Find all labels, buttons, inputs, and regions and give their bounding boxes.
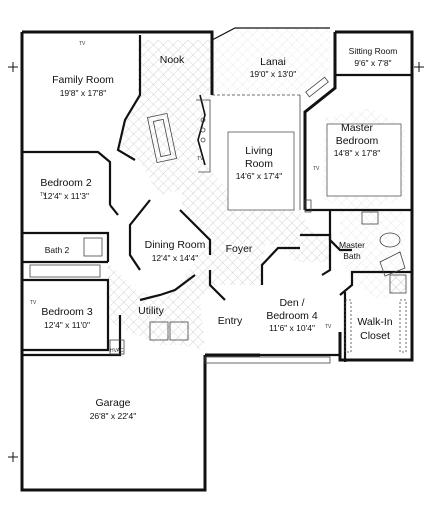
tv-icon: TV (197, 156, 204, 162)
entry-windows (204, 76, 331, 364)
den-dim: 11'6" x 10'4" (269, 323, 315, 333)
kitchen-counter (196, 99, 211, 173)
den-name-line1: Den / (279, 297, 304, 309)
master-bath-name-line1: Master (339, 240, 365, 250)
compass-ticks (8, 62, 424, 462)
bedroom3-name: Bedroom 3 (41, 306, 93, 318)
tv-icon: TV (313, 166, 320, 172)
entry-name: Entry (218, 315, 243, 327)
hvac-label: HVAC (110, 348, 124, 354)
exterior-walls (20, 27, 414, 492)
bath2-name: Bath 2 (45, 245, 70, 255)
den-name-line2: Bedroom 4 (266, 310, 318, 322)
utility-fixtures (109, 321, 189, 355)
room-labels: Family Room 19'8" x 17'8" Nook Lanai 19'… (40, 46, 397, 421)
bedroom2-dim: 12'4" x 11'3" (43, 191, 89, 201)
nook-name: Nook (160, 54, 185, 66)
bath2-fixtures (29, 237, 103, 278)
bedroom2-name: Bedroom 2 (40, 177, 92, 189)
interior-walls (22, 35, 412, 362)
living-room-name-line2: Room (245, 158, 273, 170)
tv-icon: TV (79, 41, 86, 47)
lanai-name: Lanai (260, 56, 286, 68)
living-room-name-line1: Living (245, 145, 273, 157)
garage-name: Garage (95, 397, 130, 409)
sitting-room-dim: 9'6" x 7'8" (354, 58, 391, 68)
tv-icon: TV (30, 300, 37, 306)
walk-in-closet-shelves (344, 299, 407, 353)
sitting-room-name: Sitting Room (349, 46, 398, 56)
living-door (212, 94, 301, 210)
foyer-name: Foyer (226, 243, 253, 255)
kitchen-island (146, 112, 178, 164)
master-bath-name-line2: Bath (343, 251, 361, 261)
utility-name: Utility (138, 305, 164, 317)
closet-name-line2: Closet (360, 330, 390, 342)
dining-room-dim: 12'4" x 14'4" (152, 253, 199, 263)
dining-room-name: Dining Room (145, 239, 206, 251)
closet-name-line1: Walk-In (357, 316, 392, 328)
living-room-rug (227, 123, 402, 211)
tv-markers: TV TV TV TV TV TV (30, 41, 332, 330)
master-bath-fixtures (361, 211, 407, 294)
family-room-dim: 19'8" x 17'8" (60, 88, 107, 98)
family-room-name: Family Room (52, 74, 114, 86)
garage-dim: 26'8" x 22'4" (90, 411, 137, 421)
master-bedroom-name-line1: Master (341, 122, 374, 134)
tv-icon: TV (40, 192, 47, 198)
lanai-dim: 19'0" x 13'0" (250, 69, 297, 79)
bedroom3-dim: 12'4" x 11'0" (44, 320, 90, 330)
master-bedroom-dim: 14'8" x 17'8" (334, 148, 381, 158)
master-bedroom-name-line2: Bedroom (336, 135, 379, 147)
tv-icon: TV (325, 324, 332, 330)
living-room-dim: 14'6" x 17'4" (236, 171, 283, 181)
